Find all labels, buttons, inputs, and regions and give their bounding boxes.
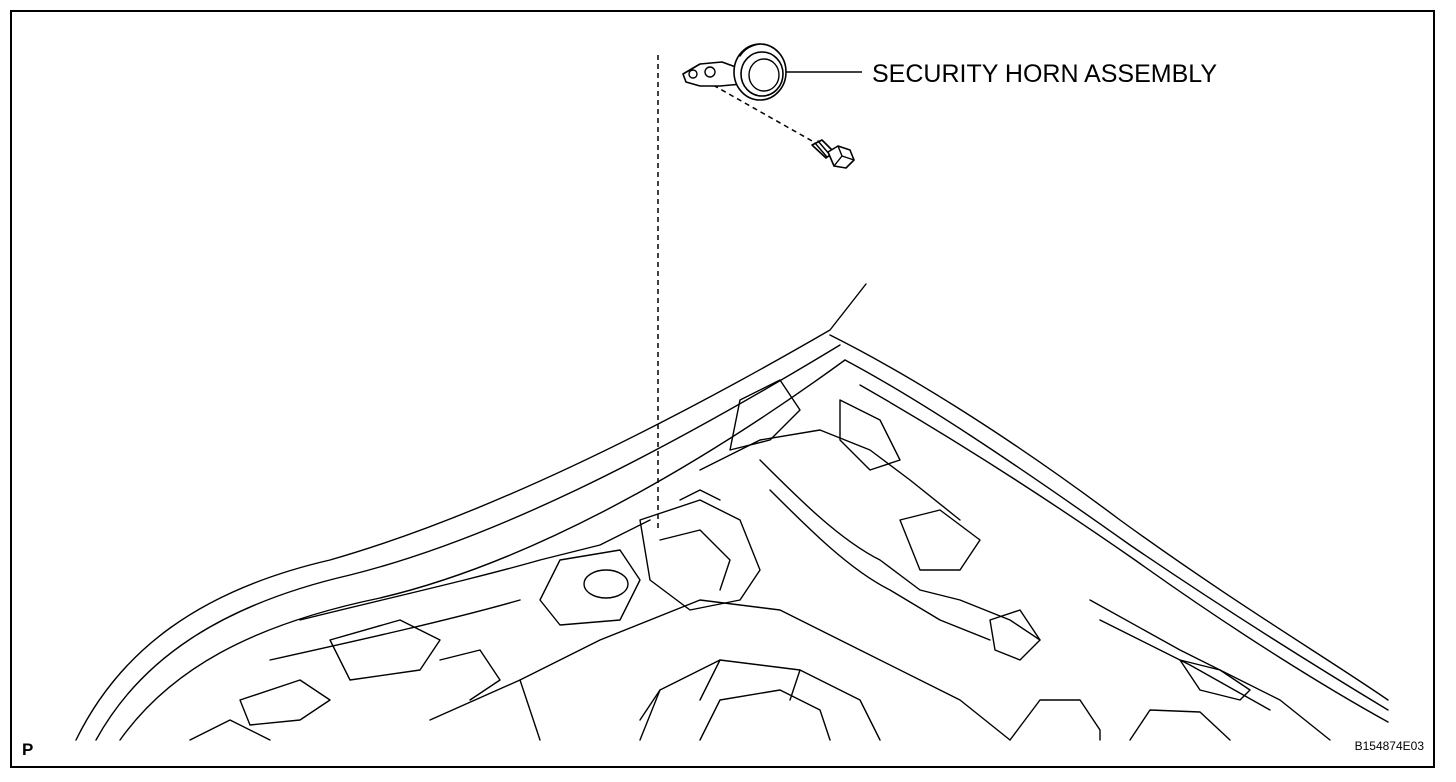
assembly-leader-lines [657, 55, 829, 530]
security-horn-icon [682, 43, 787, 101]
figure-code: B154874E03 [1355, 739, 1425, 753]
part-callout-label: SECURITY HORN ASSEMBLY [872, 60, 1217, 88]
engine-bay-illustration [75, 283, 1389, 741]
corner-letter: P [22, 740, 33, 759]
bolt-icon [811, 139, 855, 169]
diagram-frame [10, 10, 1435, 768]
